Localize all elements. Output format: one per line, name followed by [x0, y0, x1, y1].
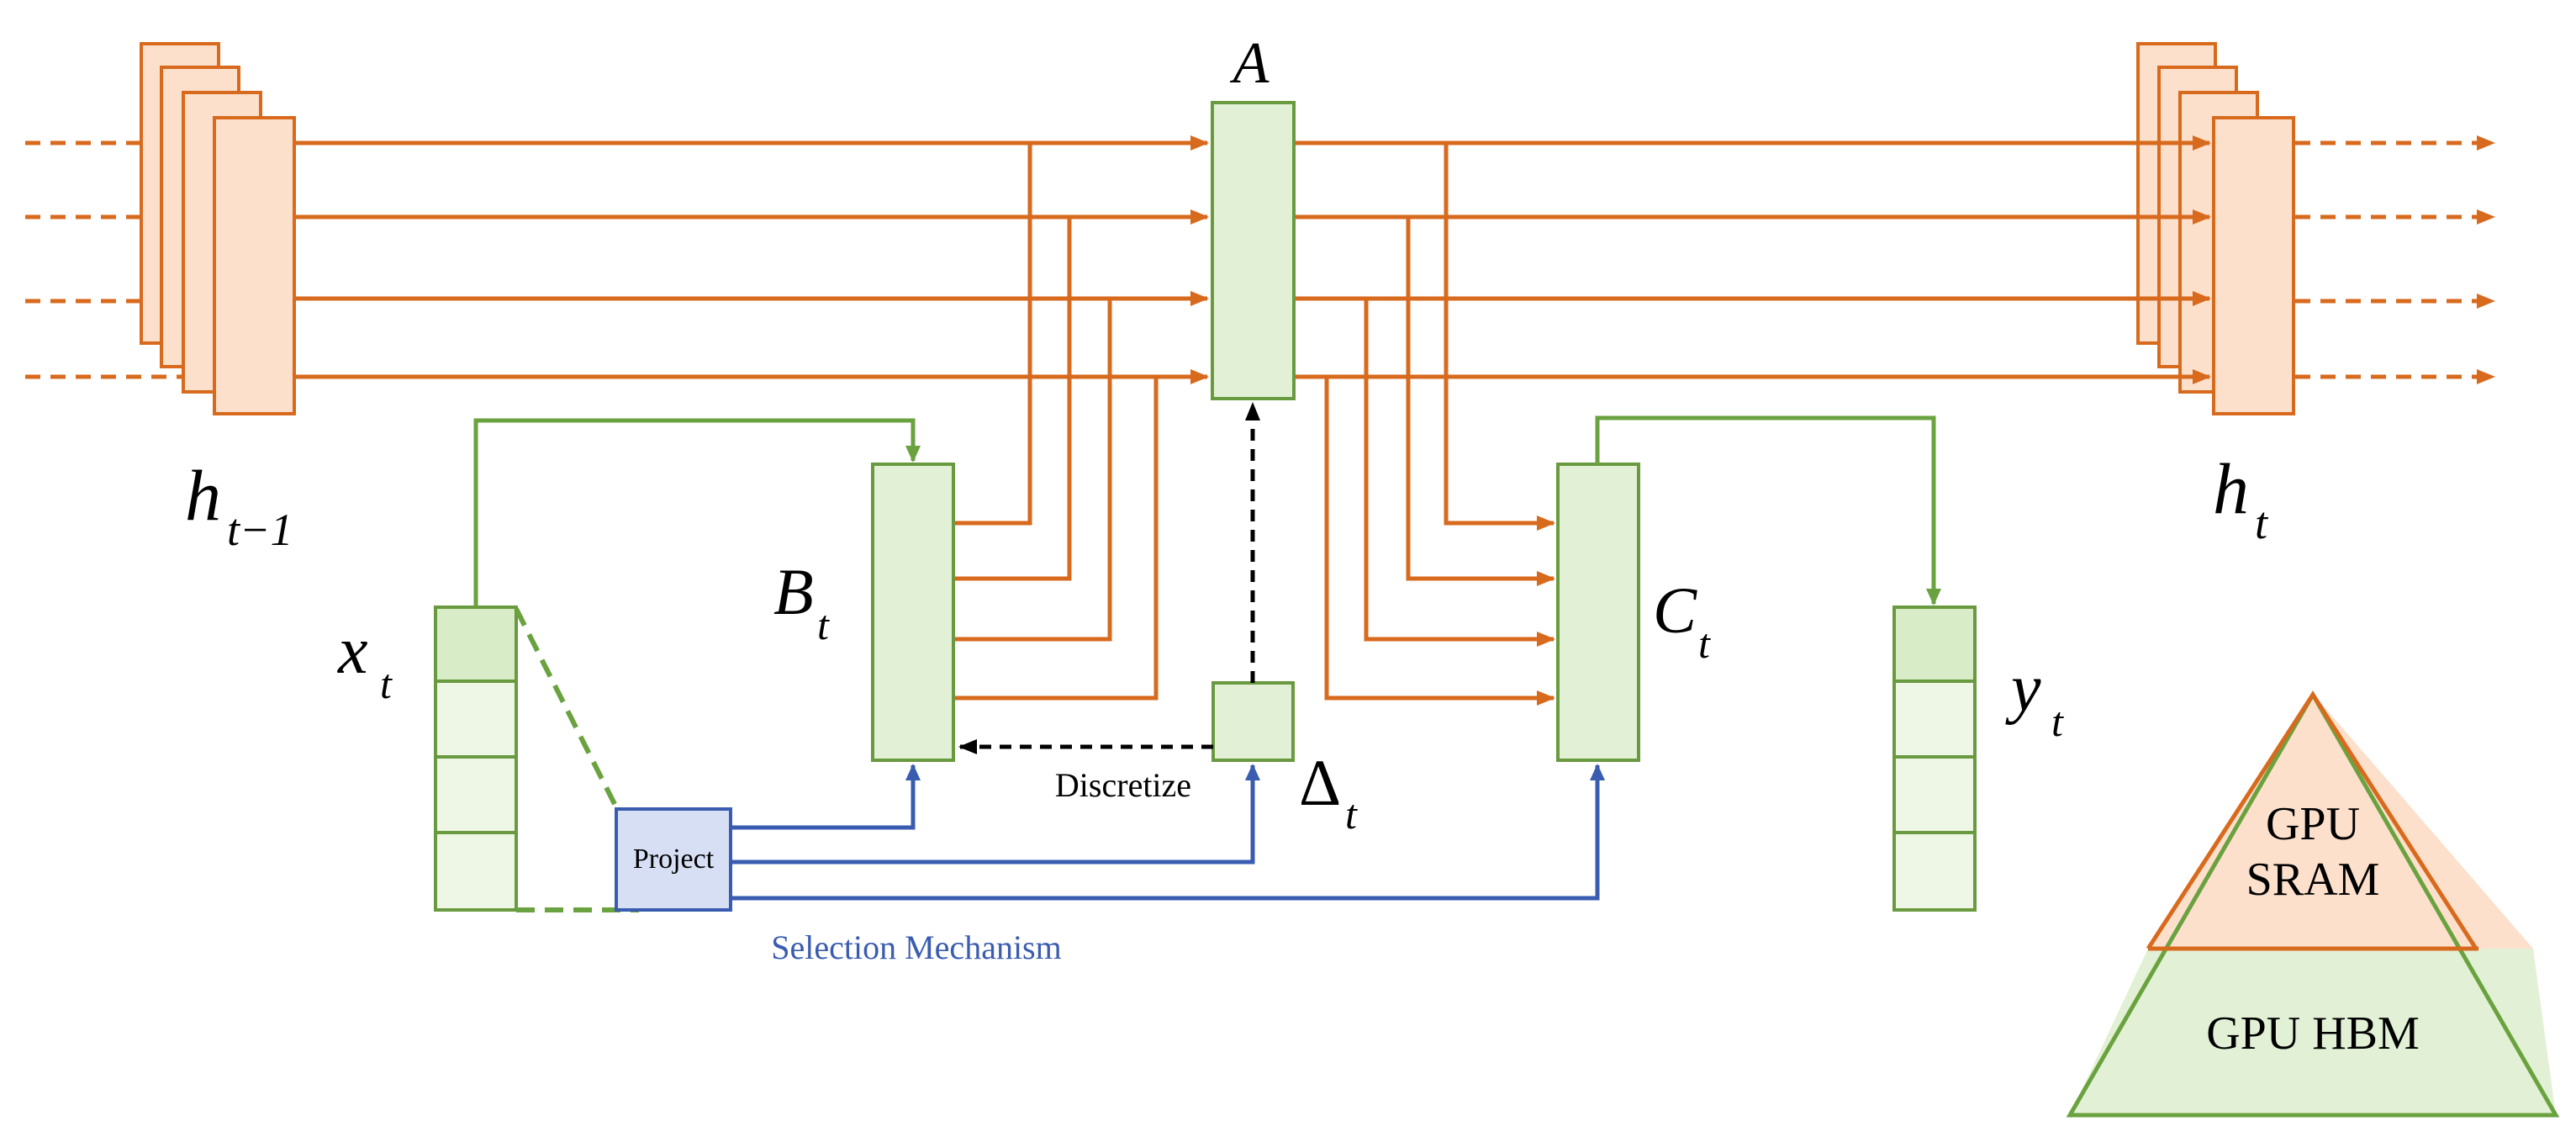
a-matrix — [1211, 101, 1296, 400]
state-to-c-lines — [1324, 143, 1555, 706]
svg-text:t: t — [2051, 698, 2064, 745]
x-label: x t — [337, 614, 393, 707]
x-to-b-arrow — [473, 418, 921, 607]
c-matrix — [1556, 463, 1640, 762]
svg-text:t: t — [380, 660, 393, 707]
svg-text:Δ: Δ — [1299, 746, 1341, 819]
c-to-y-arrow — [1595, 415, 1941, 606]
b-matrix — [871, 463, 955, 762]
y-label: y t — [2005, 652, 2064, 745]
a-label: A — [1230, 31, 1270, 96]
delta-box — [1211, 681, 1295, 762]
svg-text:t: t — [1345, 791, 1358, 838]
gpu-sram-label-1: GPU — [2266, 798, 2360, 850]
x-vector — [434, 606, 518, 912]
b-to-state-lines — [953, 143, 1159, 701]
delta-label: Δ t — [1299, 746, 1358, 838]
svg-text:h: h — [185, 455, 221, 536]
gpu-sram-label-2: SRAM — [2246, 854, 2380, 906]
svg-text:t: t — [1698, 620, 1711, 667]
c-label: C t — [1653, 574, 1711, 667]
selection-mechanism-label: Selection Mechanism — [771, 928, 1061, 966]
svg-text:C: C — [1653, 574, 1697, 647]
discretize-arrows — [958, 402, 1260, 754]
gpu-hbm-tier — [2070, 949, 2556, 1115]
b-label: B t — [773, 555, 830, 648]
h-cur-label: h t — [2213, 448, 2269, 548]
svg-text:y: y — [2005, 652, 2041, 726]
project-label: Project — [633, 843, 715, 875]
svg-text:t: t — [817, 601, 830, 648]
y-vector — [1892, 606, 1977, 912]
gpu-hbm-label: GPU HBM — [2206, 1007, 2420, 1060]
hidden-state-prev-stack — [140, 42, 296, 415]
svg-text:B: B — [773, 555, 814, 628]
svg-text:h: h — [2213, 448, 2249, 529]
project-box — [615, 807, 732, 912]
selection-lines — [731, 764, 1605, 901]
h-prev-label: h t−1 — [185, 455, 293, 555]
svg-text:x: x — [337, 614, 368, 688]
discretize-label: Discretize — [1055, 766, 1191, 804]
hidden-state-cur-stack — [2136, 42, 2295, 415]
svg-text:t−1: t−1 — [227, 505, 293, 555]
right-dashed-outputs — [2295, 135, 2495, 384]
svg-text:t: t — [2255, 498, 2269, 548]
gpu-memory-pyramid: GPU SRAM GPU HBM — [2066, 690, 2560, 1118]
